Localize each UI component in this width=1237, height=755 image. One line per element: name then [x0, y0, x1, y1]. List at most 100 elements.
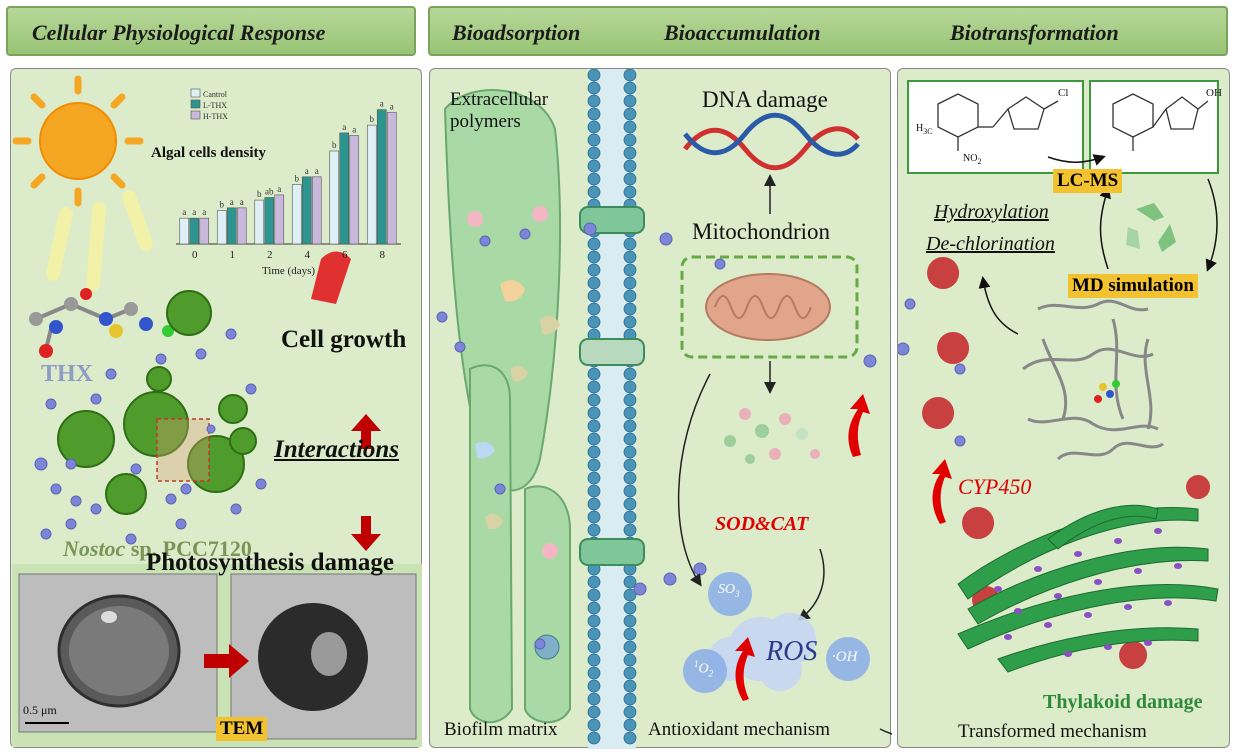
x-tick-label: 8 [380, 249, 386, 261]
arrow-structures [1047, 154, 1106, 166]
curve-arrow-left [677, 373, 711, 587]
bar-data-label: a [182, 207, 186, 217]
membrane-bead [623, 601, 637, 615]
bar [189, 217, 200, 245]
bar-data-label: a [230, 197, 234, 207]
no2-text: NO [963, 153, 978, 164]
membrane-bead [623, 172, 637, 186]
x-tick-label: 4 [305, 249, 311, 261]
membrane-bead [587, 731, 601, 745]
dechlorination-label: De-chlorination [926, 233, 1055, 255]
membrane-bead [623, 250, 637, 264]
dna-damage-label: DNA damage [702, 87, 828, 112]
bar [274, 194, 285, 245]
legend-label: L-THX [203, 101, 227, 110]
x-tick-label: 6 [342, 249, 348, 261]
membrane-bead [623, 419, 637, 433]
membrane-bead [587, 523, 601, 537]
membrane-bead [587, 575, 601, 589]
o2-bubble [683, 649, 727, 693]
membrane-bead [623, 510, 637, 524]
up-arrow-icon [351, 414, 381, 449]
membrane-bead [587, 588, 601, 602]
membrane-bead [623, 146, 637, 160]
left-artwork [12, 75, 422, 747]
membrane-bead [623, 458, 637, 472]
membrane-bead [623, 484, 637, 498]
membrane-bead [587, 445, 601, 459]
membrane-bead [587, 666, 601, 680]
membrane-bead [623, 445, 637, 459]
hydroxylated-structure-icon [1112, 93, 1209, 151]
arrow-to-thylakoid [879, 728, 892, 735]
membrane-bead [587, 432, 601, 446]
thx-dots [34, 328, 267, 545]
biofilm-label: Biofilm matrix [444, 719, 558, 740]
bar-data-label: a [192, 207, 196, 217]
growth-curve-arrow [311, 251, 351, 304]
hydroxylation-label: Hydroxylation [934, 201, 1049, 223]
cyp450-label: CYP450 [958, 474, 1032, 499]
membrane-bead [623, 432, 637, 446]
x-axis-label: Time (days) [262, 265, 315, 277]
so3-text: SO [718, 582, 736, 597]
mito-dashed-box [680, 255, 859, 359]
structure-box-right [1089, 80, 1219, 174]
membrane-bead [623, 315, 637, 329]
cycle-arrow-up [1099, 186, 1111, 270]
membrane-bead [623, 406, 637, 420]
photosynthesis-label: Photosynthesis damage [146, 549, 394, 576]
biofilm-shape-lower [469, 364, 514, 724]
membrane-bead [587, 601, 601, 615]
nostoc-genus: Nostoc [63, 536, 126, 561]
membrane-bead [623, 705, 637, 719]
bar-data-label: a [240, 197, 244, 207]
panel-biotransformation: Cl OH H3C NO2 LC-MS Hydroxylation De-chl… [897, 68, 1230, 748]
down-arrow-icon [351, 516, 381, 551]
tem-arrow-icon [204, 644, 249, 678]
membrane-bead [587, 679, 601, 693]
membrane-bead [623, 666, 637, 680]
membrane-beads [587, 69, 637, 745]
cl-label: Cl [1058, 87, 1069, 99]
bar-data-label: b [295, 174, 300, 184]
chart-title: Algal cells density [151, 145, 266, 161]
membrane-bead [587, 120, 601, 134]
ligand-icon [1094, 380, 1120, 403]
membrane-bead [623, 120, 637, 134]
membrane-bead [587, 237, 601, 251]
membrane-bead [623, 276, 637, 290]
membrane-bead [587, 263, 601, 277]
bar [349, 135, 360, 245]
membrane-bead [587, 653, 601, 667]
membrane-bead [623, 497, 637, 511]
membrane-bead [623, 718, 637, 732]
tem-label: TEM [216, 717, 268, 741]
bar-data-label: a [390, 101, 394, 111]
legend-label: Cantrol [203, 90, 228, 99]
o2-label: 1O2 [694, 659, 714, 679]
bar-data-label: b [220, 199, 225, 209]
interactions-label: Interactions [274, 436, 400, 463]
header-cellular-title: Cellular Physiological Response [32, 20, 326, 45]
membrane-bead [623, 614, 637, 628]
membrane-bead [623, 679, 637, 693]
no2-sub: 2 [977, 157, 982, 166]
bar [291, 184, 302, 245]
bar-data-label: a [277, 184, 281, 194]
bar [236, 207, 247, 245]
up-arrow-ros-icon [735, 637, 755, 701]
membrane-bead [623, 159, 637, 173]
membrane-bead [623, 289, 637, 303]
bar-data-label: a [380, 99, 384, 109]
membrane-bead [587, 458, 601, 472]
h3c-h: H [916, 123, 924, 134]
membrane-bead [587, 315, 601, 329]
arrow-protein-text [978, 276, 1019, 335]
membrane-bead [587, 250, 601, 264]
bar [199, 217, 210, 245]
nostoc-label: Nostoc sp. PCC7120 [63, 536, 252, 562]
middle-artwork [436, 69, 892, 749]
legend-swatch [190, 88, 201, 98]
